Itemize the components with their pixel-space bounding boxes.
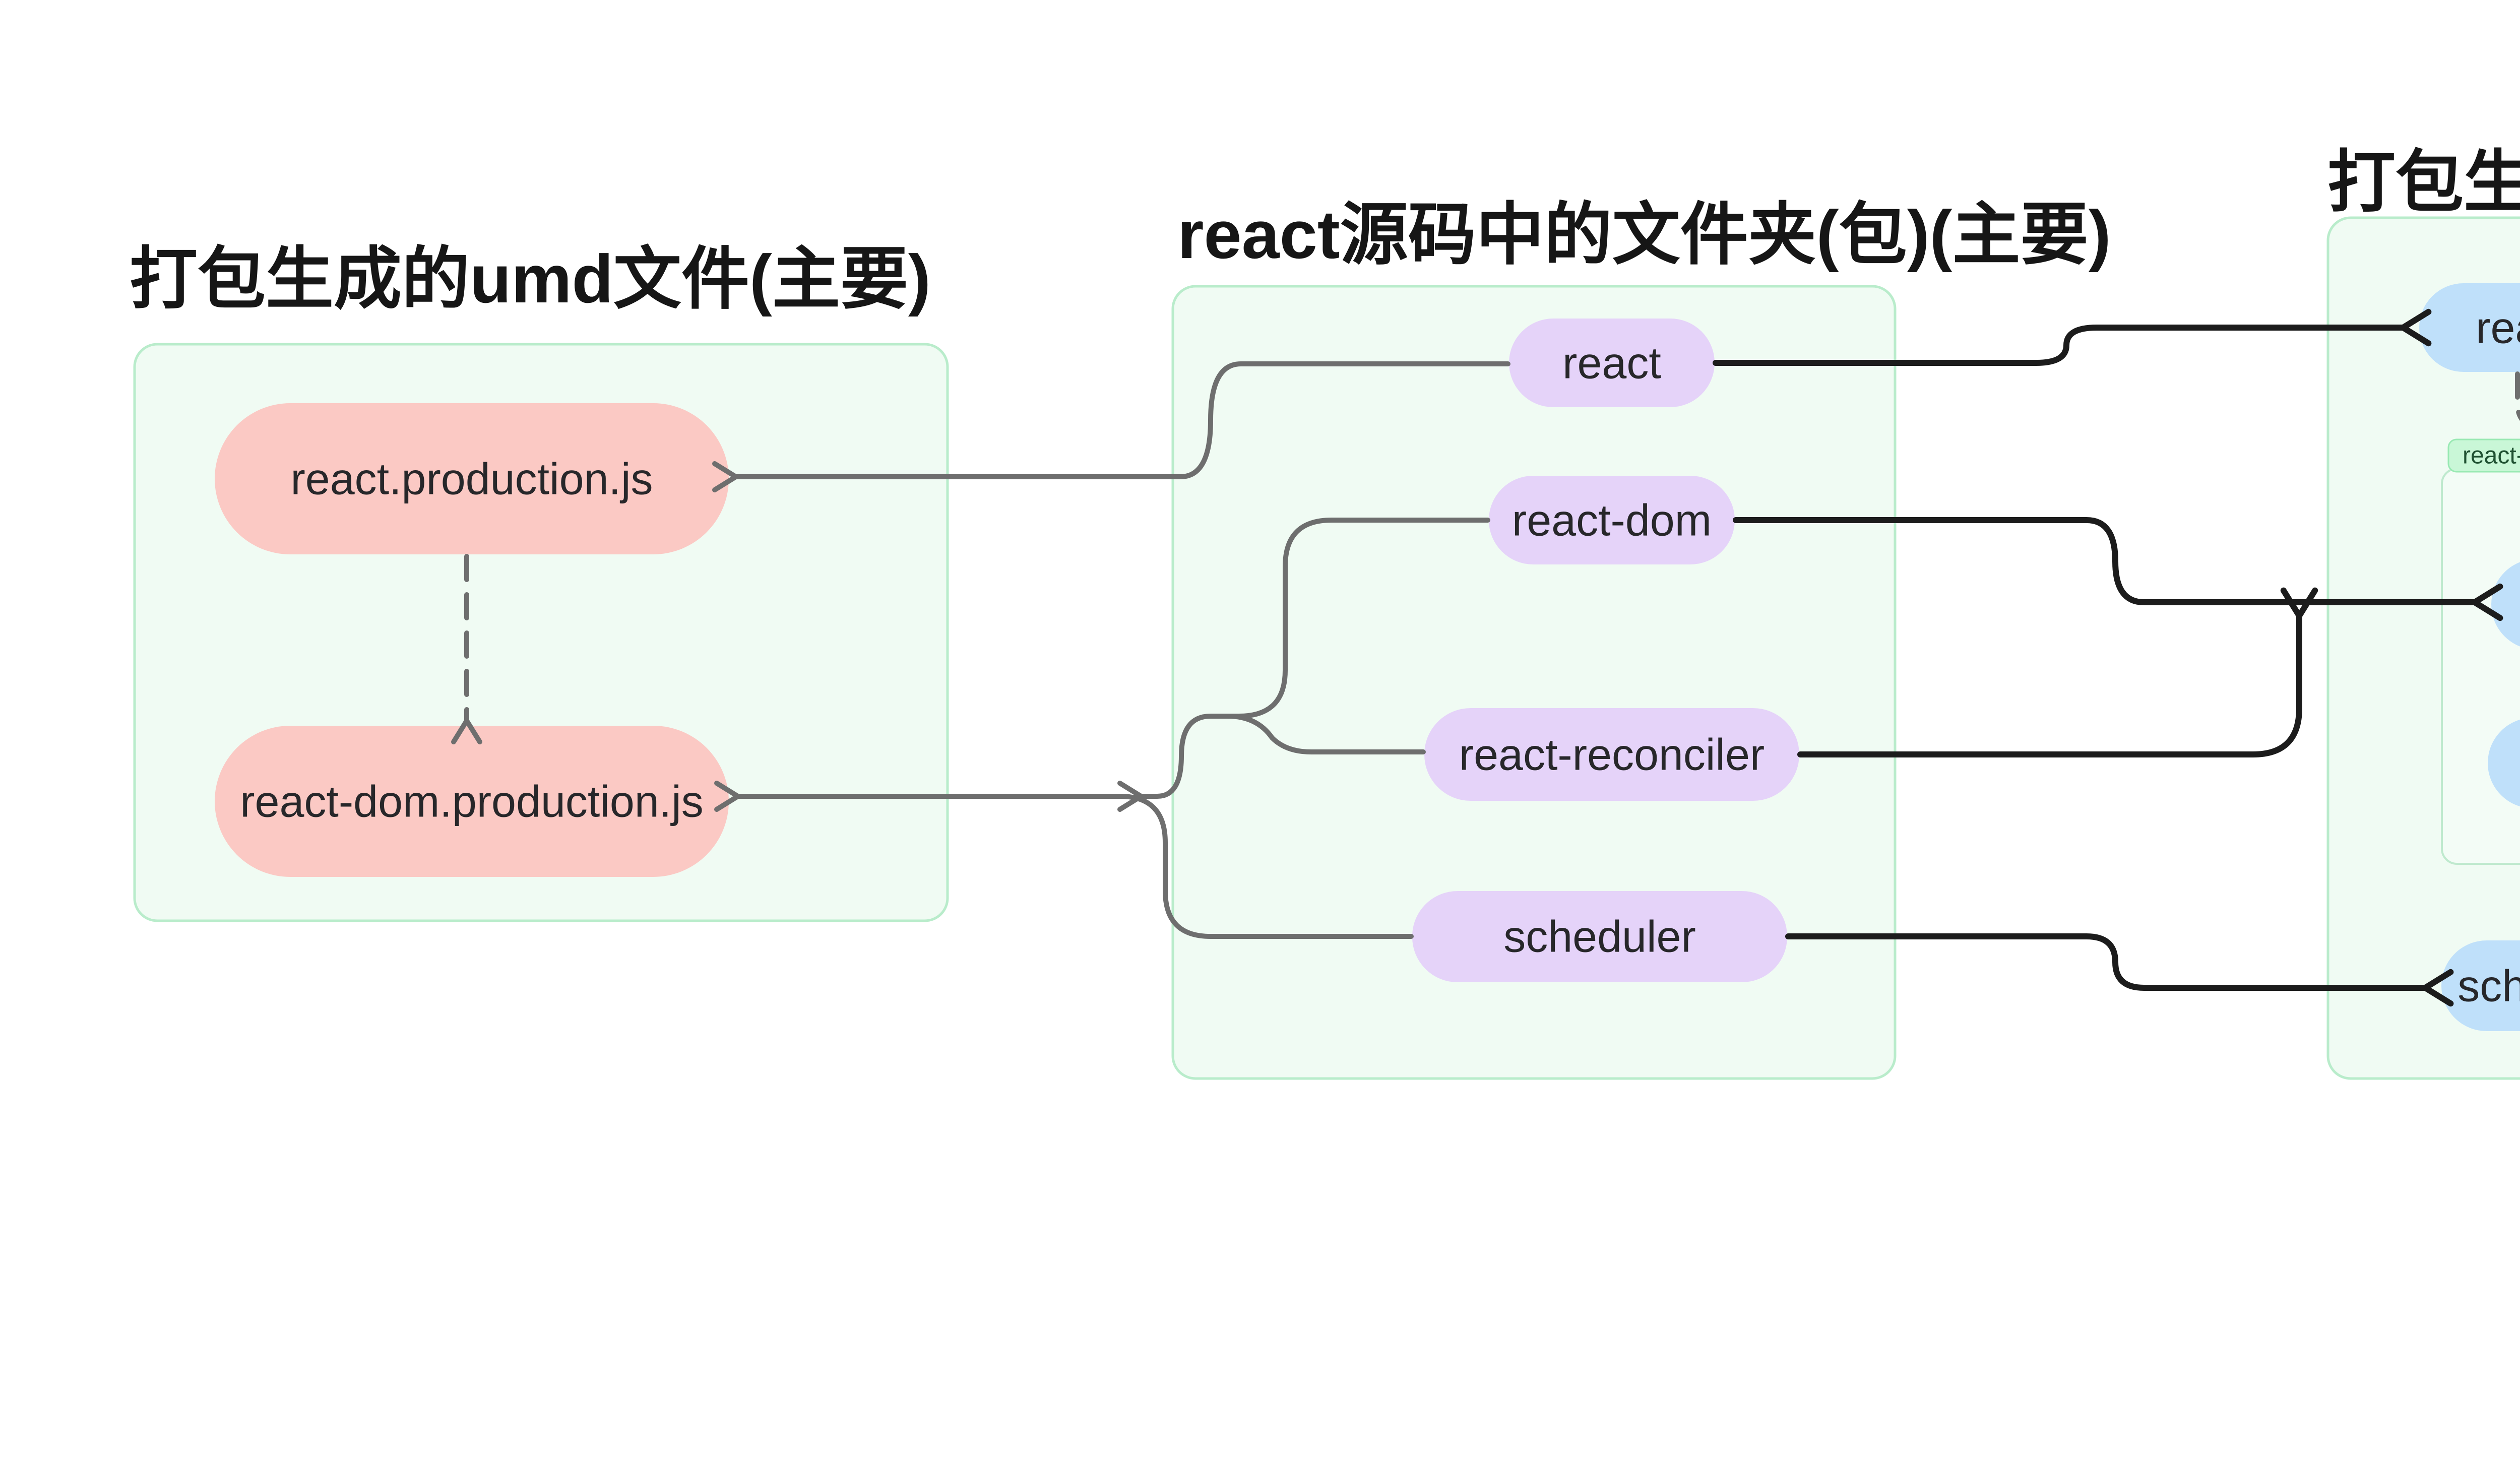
- arrow-src-react-to-cjs-react: [1713, 308, 2432, 366]
- react-dom-subpanel-badge: [2447, 438, 2520, 473]
- node-cjs-react: [2419, 283, 2520, 372]
- node-react-dom-production-js-label: react-dom.production.js: [240, 777, 704, 827]
- node-src-react-label: react: [1562, 338, 1661, 388]
- node-src-react-reconciler-label: react-reconciler: [1459, 730, 1765, 780]
- cjs-group-title: 打包生成的cjs包(npm包)(主要): [2327, 144, 2520, 220]
- arrow-merged-to-umd-react-dom: [1117, 714, 1235, 812]
- node-cjs-react-dom-client: [2488, 719, 2520, 807]
- arrow-src-react-dom-merge-branch: [1223, 518, 1490, 719]
- arrow-src-scheduler-to-cjs-scheduler: [1785, 933, 2454, 1007]
- node-src-react-reconciler: [1424, 708, 1799, 801]
- umd-group-title: 打包生成的umd文件(主要): [130, 241, 931, 317]
- node-cjs-react-dom: [2491, 562, 2520, 647]
- arrow-src-react-to-umd-react: [712, 361, 1510, 492]
- node-react-production-js: [215, 403, 729, 554]
- node-cjs-scheduler-label: scheduler: [2458, 961, 2520, 1011]
- node-src-scheduler: [1412, 891, 1787, 982]
- arrow-src-react-reconciler-merge-branch: [1225, 714, 1426, 754]
- source-group-title: react源码中的文件夹(包)(主要): [1177, 197, 2111, 273]
- node-cjs-scheduler: [2441, 940, 2520, 1031]
- node-src-react-dom-label: react-dom: [1512, 495, 1712, 545]
- node-src-react-dom: [1489, 476, 1735, 564]
- node-src-scheduler-label: scheduler: [1503, 912, 1696, 962]
- arrow-src-react-reconciler-to-cjs-react-dom: [1797, 587, 2318, 757]
- arrow-src-react-dom-to-cjs-react-dom: [1733, 517, 2503, 621]
- react-dom-subpanel: [2441, 468, 2520, 865]
- node-react-dom-production-js: [215, 726, 729, 877]
- node-src-react: [1509, 319, 1715, 407]
- node-react-production-js-label: react.production.js: [290, 454, 653, 504]
- node-cjs-react-label: react: [2476, 303, 2520, 353]
- react-dom-subpanel-badge-label: react-dom: [2463, 442, 2520, 469]
- arrow-cjs-react-to-react-dom-subpanel: [2515, 371, 2520, 421]
